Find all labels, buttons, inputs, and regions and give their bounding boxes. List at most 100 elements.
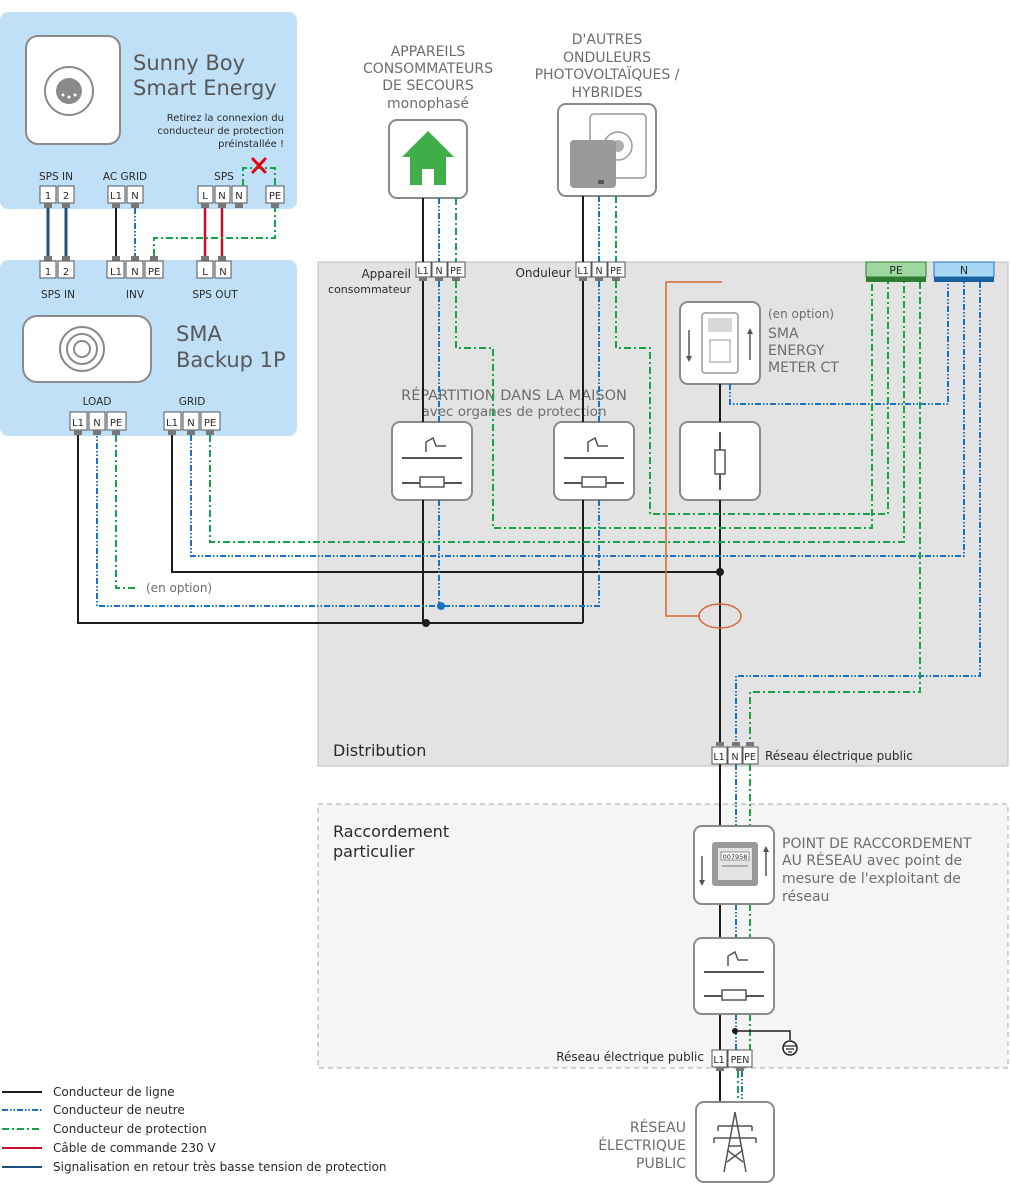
connection-point-3: mesure de l'exploitant de (782, 871, 961, 887)
sunny-boy-note-2: conducteur de protection (157, 126, 284, 137)
svg-text:N: N (219, 267, 226, 278)
wire-inv-pe (153, 208, 276, 256)
loads-heading-4: monophasé (387, 96, 469, 112)
breaker-icon-inverters (553, 421, 635, 501)
svg-text:PE: PE (110, 418, 122, 429)
inverters-heading-2: ONDULEURS (563, 50, 651, 66)
svg-text:PEN: PEN (731, 1055, 750, 1066)
svg-text:N: N (435, 266, 442, 277)
optional-pe-label: (en option) (146, 581, 212, 595)
inverter-icon (557, 103, 657, 197)
backup-title-1: SMA (176, 322, 222, 346)
pen-terminal-block: L1 PEN (711, 1049, 753, 1071)
svg-text:PE: PE (610, 266, 622, 277)
preinstalled-pe-link (242, 167, 276, 186)
loads-heading-3: DE SECOURS (382, 78, 474, 94)
public-grid-2: ÉLECTRIQUE (598, 1137, 686, 1154)
svg-text:N: N (731, 752, 738, 763)
svg-text:1: 1 (45, 191, 51, 202)
svg-text:N: N (93, 418, 100, 429)
inverter-terminal-label: Onduleur (515, 266, 571, 280)
svg-text:L1: L1 (72, 418, 84, 429)
house-icon (388, 119, 468, 199)
svg-text:PE: PE (269, 191, 281, 202)
connection-point-2: AU RÉSEAU avec point de (782, 852, 962, 869)
earth-ground-icon (782, 1040, 798, 1056)
svg-text:PE: PE (204, 418, 216, 429)
connection-point-4: réseau (782, 889, 829, 905)
svg-text:PE: PE (148, 267, 160, 278)
junction-dot (422, 619, 430, 627)
breaker-icon-loads (391, 421, 473, 501)
svg-text:N: N (131, 267, 138, 278)
loads-heading-1: APPAREILS (391, 44, 466, 60)
loads-terminal-label-2: consommateur (328, 283, 411, 296)
legend-label: Signalisation en retour très basse tensi… (53, 1160, 387, 1174)
wires-line-conductor (77, 196, 721, 1102)
backup-label-grid: GRID (179, 396, 206, 408)
sunny-boy-device-icon (25, 35, 121, 145)
loads-terminal-block: L1 N PE (415, 261, 466, 281)
svg-text:007958: 007958 (723, 853, 748, 861)
legend-label: Conducteur de protection (53, 1122, 207, 1136)
svg-text:2: 2 (63, 267, 69, 278)
current-transformer-icon (698, 603, 742, 629)
sunny-boy-title-1: Sunny Boy (133, 51, 245, 75)
grid-terminal-label: Réseau électrique public (765, 749, 913, 763)
backup-label-load: LOAD (83, 396, 112, 408)
main-breaker-icon (693, 937, 775, 1015)
legend-label: Conducteur de ligne (53, 1085, 175, 1099)
meter-title-1: SMA (768, 326, 799, 342)
remove-cross-icon (251, 157, 267, 174)
legend: Conducteur de ligne Conducteur de neutre… (2, 1085, 387, 1174)
svg-text:L1: L1 (417, 266, 428, 277)
wires-neutral-conductor (96, 196, 981, 1050)
repartition-title: RÉPARTITION DANS LA MAISON (401, 387, 627, 404)
meter-option-label: (en option) (768, 307, 834, 321)
wires-sps-control (203, 208, 224, 256)
utility-meter-icon: 007958 (693, 825, 775, 905)
svg-text:PE: PE (744, 752, 756, 763)
inverter-terminal-block: L1 N PE (575, 261, 626, 281)
public-grid-3: PUBLIC (636, 1156, 686, 1172)
svg-text:L1: L1 (713, 752, 724, 763)
svg-text:L1: L1 (713, 1055, 724, 1066)
ct-measurement-wire (665, 300, 700, 617)
svg-text:N: N (187, 418, 194, 429)
distribution-label: Distribution (333, 741, 426, 760)
inverters-heading-1: D'AUTRES (572, 32, 643, 48)
sunny-boy-note-3: préinstallée ! (218, 138, 284, 150)
legend-label: Câble de commande 230 V (53, 1141, 217, 1155)
inverters-heading-3: PHOTOVOLTAÏQUES / (535, 65, 680, 83)
n-bar: N (933, 261, 995, 282)
legend-label: Conducteur de neutre (53, 1103, 185, 1117)
group-label-sps: SPS (214, 171, 234, 183)
svg-text:1: 1 (45, 267, 51, 278)
inverters-heading-4: HYBRIDES (571, 85, 642, 101)
connection-point-1: POINT DE RACCORDEMENT (782, 836, 972, 852)
wires-sps-signal (46, 208, 68, 256)
svg-text:L1: L1 (166, 418, 178, 429)
svg-text:N: N (235, 191, 242, 202)
junction-dot (437, 602, 445, 610)
wires-protection-conductor (115, 196, 921, 1050)
meter-title-3: METER CT (768, 360, 839, 376)
loads-heading-2: CONSOMMATEURS (363, 61, 493, 77)
energy-meter-icon (679, 301, 761, 385)
grid-terminal-block: L1 N PE (711, 742, 759, 765)
sunny-boy-terminals: 1 2 L1 N L N N PE (39, 185, 285, 208)
pe-bar: PE (865, 261, 927, 282)
svg-text:L1: L1 (110, 267, 122, 278)
repartition-subtitle: avec organes de protection (421, 404, 606, 420)
backup-title-2: Backup 1P (176, 348, 286, 372)
connection-label-1: Raccordement (333, 822, 449, 841)
connection-label-2: particulier (333, 842, 415, 861)
svg-text:L1: L1 (110, 191, 122, 202)
backup-terminals-top: 1 2 L1 N PE L N (39, 256, 232, 279)
sunny-boy-note-1: Retirez la connexion du (167, 113, 284, 124)
svg-text:L: L (202, 267, 208, 278)
svg-text:L: L (202, 191, 208, 202)
group-label-ac-grid: AC GRID (103, 171, 147, 183)
backup-device-icon (22, 315, 152, 383)
svg-text:N: N (960, 264, 968, 277)
